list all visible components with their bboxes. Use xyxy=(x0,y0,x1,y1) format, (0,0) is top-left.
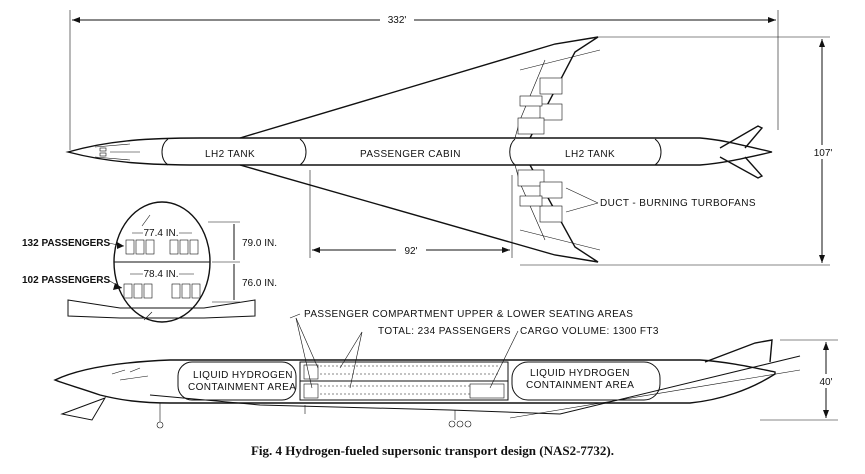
figure-caption: Fig. 4 Hydrogen-fueled supersonic transp… xyxy=(250,443,615,458)
aft-tank-label: LH2 TANK xyxy=(565,149,615,160)
side-view: 40' xyxy=(53,309,838,429)
lower-cabin-height: 76.0 IN. xyxy=(242,278,277,289)
wing-offset-dimension: 92' xyxy=(404,246,417,257)
lower-cabin-width: 78.4 IN. xyxy=(143,269,178,280)
passenger-cabin-label: PASSENGER CABIN xyxy=(360,149,461,160)
aft-containment-line1: LIQUID HYDROGEN xyxy=(530,368,630,379)
height-dimension: 40' xyxy=(819,377,832,388)
plan-view: 332' 107' xyxy=(65,10,834,266)
span-dimension: 107' xyxy=(814,148,833,159)
engines-label: DUCT - BURNING TURBOFANS xyxy=(600,198,756,209)
forward-tank-label: LH2 TANK xyxy=(205,149,255,160)
upper-cabin-width: 77.4 IN. xyxy=(143,228,178,239)
length-dimension: 332' xyxy=(388,15,407,26)
cargo-volume: CARGO VOLUME: 1300 FT3 xyxy=(520,326,659,337)
compartment-note: PASSENGER COMPARTMENT UPPER & LOWER SEAT… xyxy=(304,309,633,320)
upper-passengers-label: 132 PASSENGERS xyxy=(22,238,111,249)
aft-containment-line2: CONTAINMENT AREA xyxy=(526,380,634,391)
fwd-containment-line2: CONTAINMENT AREA xyxy=(188,382,296,393)
upper-cabin-height: 79.0 IN. xyxy=(242,238,277,249)
fwd-containment-line1: LIQUID HYDROGEN xyxy=(193,370,293,381)
total-passengers: TOTAL: 234 PASSENGERS xyxy=(378,326,511,337)
cross-section: 77.4 IN. 78.4 IN. 79.0 IN. 76.0 IN. 132 … xyxy=(22,201,277,323)
lower-passengers-label: 102 PASSENGERS xyxy=(22,275,111,286)
